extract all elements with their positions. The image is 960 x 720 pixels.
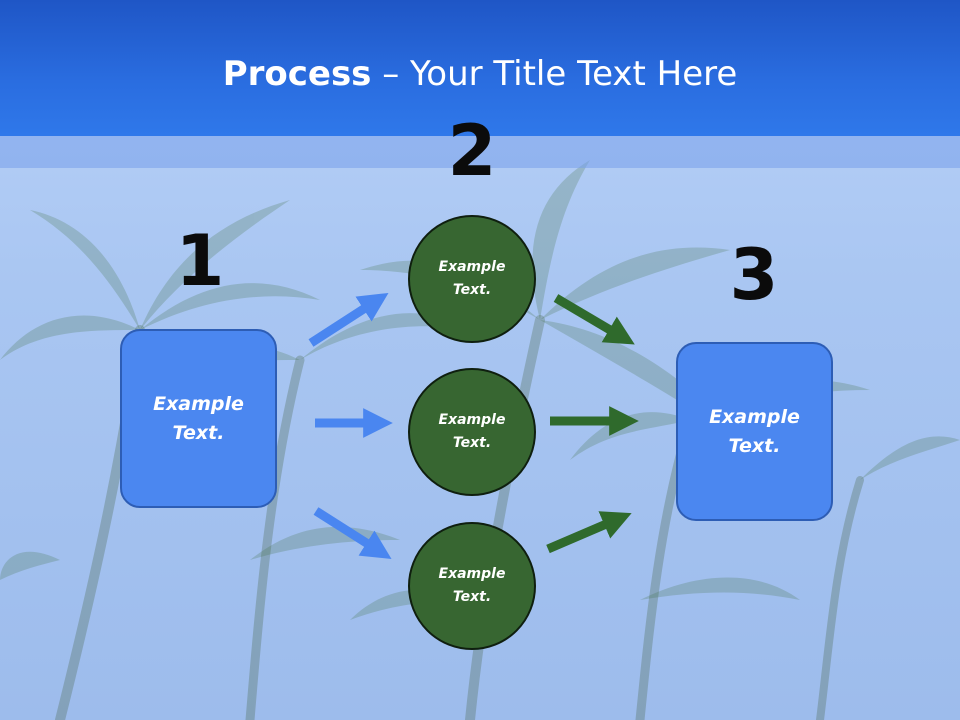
title-bar <box>0 0 960 136</box>
step-2-circle-top: Example Text. <box>408 215 536 343</box>
step-3-box: Example Text. <box>676 342 833 521</box>
step-2-circle-bottom: Example Text. <box>408 522 536 650</box>
step-number-1: 1 <box>175 220 225 302</box>
step-1-label: Example Text. <box>153 392 244 444</box>
step-2-circle-top-label: Example Text. <box>438 259 506 298</box>
title-rest-part: – Your Title Text Here <box>371 54 738 94</box>
slide-title: Process – Your Title Text Here <box>0 52 960 96</box>
step-3-label: Example Text. <box>709 405 800 457</box>
step-2-circle-bottom-label: Example Text. <box>438 566 506 605</box>
step-1-box: Example Text. <box>120 329 277 508</box>
title-bold-part: Process <box>222 54 372 94</box>
step-number-3: 3 <box>729 234 779 316</box>
step-number-2: 2 <box>447 110 497 192</box>
step-2-circle-middle-label: Example Text. <box>438 412 506 451</box>
step-2-circle-middle: Example Text. <box>408 368 536 496</box>
header-band <box>0 136 960 168</box>
